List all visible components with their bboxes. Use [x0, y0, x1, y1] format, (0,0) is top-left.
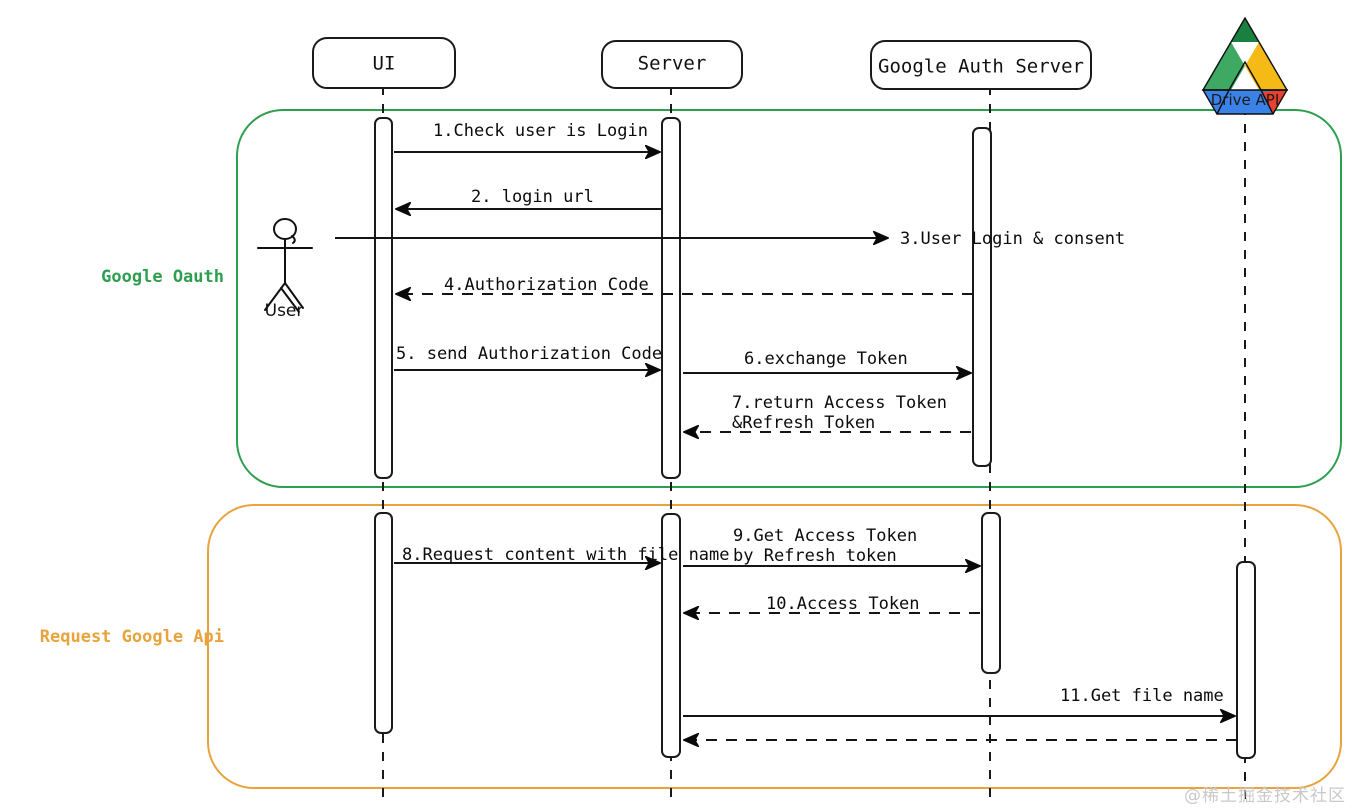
group-label-request-api: Request Google Api — [40, 627, 224, 647]
participant-label-ui: UI — [373, 53, 396, 75]
message-label-7-line1: 7.return Access Token — [732, 393, 947, 413]
google-drive-logo-icon — [1201, 16, 1289, 115]
message-label-8: 8.Request content with file name — [402, 545, 730, 565]
activation-auth-request — [981, 512, 1001, 674]
message-label-3: 3.User Login & consent — [900, 229, 1125, 249]
watermark: @稀土掘金技术社区 — [1184, 786, 1346, 806]
participant-box-auth[interactable] — [870, 40, 1092, 90]
activation-ui-request — [374, 512, 393, 734]
message-label-2: 2. login url — [471, 187, 594, 207]
message-label-5: 5. send Authorization Code — [396, 344, 662, 364]
activation-ui-oauth — [374, 117, 393, 479]
message-label-6: 6.exchange Token — [744, 349, 908, 369]
message-label-9-line2: by Refresh token — [733, 546, 897, 566]
participant-box-ui[interactable] — [312, 37, 456, 89]
group-frame-oauth — [236, 109, 1342, 488]
actor-user-label: User — [265, 301, 304, 321]
message-label-4: 4.Authorization Code — [444, 275, 649, 295]
participant-label-server: Server — [638, 53, 707, 75]
group-label-oauth: Google Oauth — [101, 267, 224, 287]
participant-label-auth: Google Auth Server — [878, 56, 1084, 78]
activation-server-request — [661, 513, 681, 758]
activation-server-oauth — [661, 117, 681, 479]
participant-label-drive: Drive API — [1211, 91, 1280, 109]
message-label-11: 11.Get file name — [1060, 686, 1224, 706]
message-label-7-line2: &Refresh Token — [732, 413, 875, 433]
actor-user-icon — [257, 218, 313, 313]
message-label-10: 10.Access Token — [766, 594, 920, 614]
message-label-9-line1: 9.Get Access Token — [733, 526, 917, 546]
activation-drive-request — [1236, 561, 1256, 759]
message-label-1: 1.Check user is Login — [433, 121, 648, 141]
participant-box-server[interactable] — [601, 40, 743, 89]
activation-auth-oauth — [972, 127, 992, 467]
group-frame-request-api — [207, 504, 1342, 789]
